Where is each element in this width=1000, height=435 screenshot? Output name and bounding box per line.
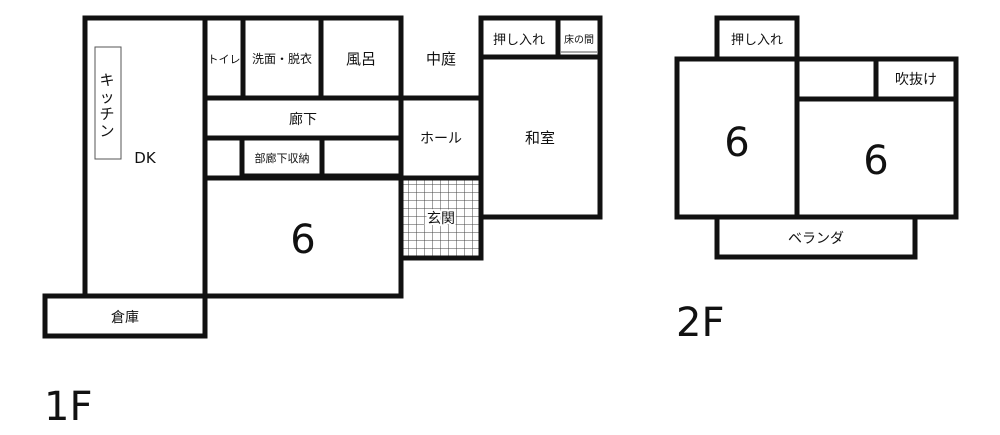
room-bath bbox=[318, 15, 404, 101]
second-floor-plan bbox=[674, 15, 959, 260]
label-room6-first-floor: 6 bbox=[290, 217, 315, 263]
label-tokonoma: 床の間 bbox=[564, 33, 594, 46]
room-storage bbox=[42, 293, 208, 339]
room-washitsu bbox=[478, 54, 603, 220]
room-veranda bbox=[714, 214, 918, 260]
kitchen-label-glyph: キ bbox=[99, 71, 116, 89]
room-closet-second-floor bbox=[714, 15, 800, 62]
label-washroom: 洗面・脱衣 bbox=[252, 51, 312, 66]
label-bath: 風呂 bbox=[346, 50, 376, 68]
kitchen-label-glyph: ッ bbox=[99, 88, 116, 106]
label-veranda: ベランダ bbox=[788, 231, 844, 247]
label-kitchen: キッチン bbox=[99, 71, 116, 140]
room-6-second-floor-left bbox=[674, 56, 800, 220]
label-entrance: 玄関 bbox=[427, 210, 455, 227]
corridor-storage-extension bbox=[319, 135, 404, 179]
label-closet-first-floor: 押し入れ bbox=[493, 33, 545, 48]
label-toilet: トイレ bbox=[208, 53, 241, 66]
label-storage: 倉庫 bbox=[111, 309, 139, 326]
label-room6-second-floor-left: 6 bbox=[724, 120, 749, 166]
room-6-first-floor bbox=[202, 175, 404, 299]
room-corridor-storage bbox=[239, 135, 325, 179]
label-hall: ホール bbox=[420, 131, 462, 147]
label-corridor-storage: 部廊下収納 bbox=[255, 151, 310, 165]
label-dk: DK bbox=[134, 149, 157, 167]
kitchen-label-glyph: ン bbox=[99, 122, 116, 140]
label-floor-1f: 1F bbox=[44, 384, 92, 430]
first-floor-plan bbox=[42, 15, 603, 339]
label-courtyard: 中庭 bbox=[426, 50, 456, 68]
label-atrium: 吹抜け bbox=[895, 72, 937, 88]
room-tokonoma bbox=[555, 15, 603, 60]
room-labels: キッチン DK トイレ 洗面・脱衣 風呂 中庭 押し入れ 床の間 廊下 部廊下収… bbox=[44, 33, 937, 430]
label-floor-2f: 2F bbox=[676, 300, 724, 346]
kitchen-counter bbox=[94, 46, 122, 160]
room-6-second-floor-right bbox=[794, 96, 959, 220]
label-corridor: 廊下 bbox=[289, 111, 317, 128]
label-room6-second-floor-right: 6 bbox=[863, 138, 888, 184]
label-closet-second-floor: 押し入れ bbox=[731, 33, 783, 48]
kitchen-label-glyph: チ bbox=[99, 105, 116, 123]
label-washitsu: 和室 bbox=[525, 129, 555, 147]
